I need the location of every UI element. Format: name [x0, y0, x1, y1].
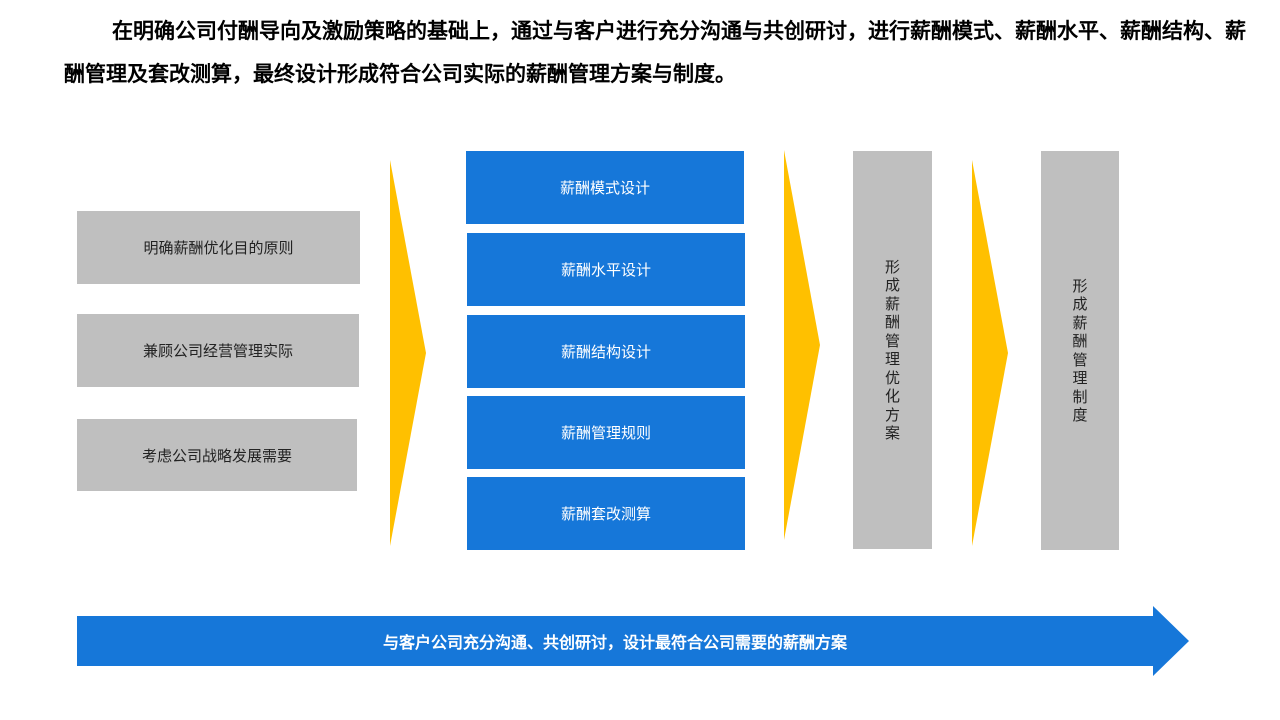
- output-plan-box: 形 成 薪 酬 管 理 优 化 方 案: [853, 151, 932, 549]
- output-plan-char: 化: [884, 387, 900, 405]
- output-plan-char: 管: [884, 331, 900, 350]
- output-policy-char: 制: [1072, 387, 1088, 406]
- output-policy-char: 成: [1072, 295, 1088, 313]
- output-plan-char: 成: [884, 276, 900, 294]
- output-plan-char: 理: [884, 350, 900, 368]
- output-policy-char: 理: [1072, 369, 1088, 387]
- principle-box-3: 考虑公司战略发展需要: [77, 419, 357, 491]
- design-step-2: 薪酬水平设计: [467, 233, 745, 306]
- design-step-3: 薪酬结构设计: [467, 315, 745, 388]
- flow-arrow-1-icon: [390, 160, 426, 546]
- output-policy-char: 形: [1072, 276, 1088, 295]
- output-policy-char: 度: [1072, 406, 1088, 424]
- banner-arrow-icon: [77, 606, 1189, 676]
- output-policy-char: 管: [1072, 350, 1088, 369]
- output-plan-char: 薪: [884, 294, 900, 313]
- flow-arrow-3-icon: [972, 160, 1008, 546]
- output-policy-box: 形 成 薪 酬 管 理 制 度: [1041, 151, 1119, 550]
- design-step-4: 薪酬管理规则: [467, 396, 745, 469]
- output-plan-char: 酬: [884, 313, 900, 331]
- output-policy-char: 酬: [1072, 332, 1088, 350]
- output-plan-char: 方: [884, 405, 900, 424]
- output-plan-char: 形: [884, 257, 900, 276]
- output-plan-char: 案: [884, 424, 900, 442]
- banner-text: 与客户公司充分沟通、共创研讨，设计最符合公司需要的薪酬方案: [382, 633, 847, 652]
- flow-arrow-2-icon: [784, 150, 820, 540]
- principle-box-2: 兼顾公司经营管理实际: [77, 314, 359, 387]
- intro-paragraph: 在明确公司付酬导向及激励策略的基础上，通过与客户进行充分沟通与共创研讨，进行薪酬…: [64, 19, 1246, 86]
- design-step-5: 薪酬套改测算: [467, 477, 745, 550]
- design-step-1: 薪酬模式设计: [466, 151, 744, 224]
- output-plan-char: 优: [884, 368, 900, 387]
- principle-box-1: 明确薪酬优化目的原则: [77, 211, 360, 284]
- output-policy-char: 薪: [1072, 313, 1088, 332]
